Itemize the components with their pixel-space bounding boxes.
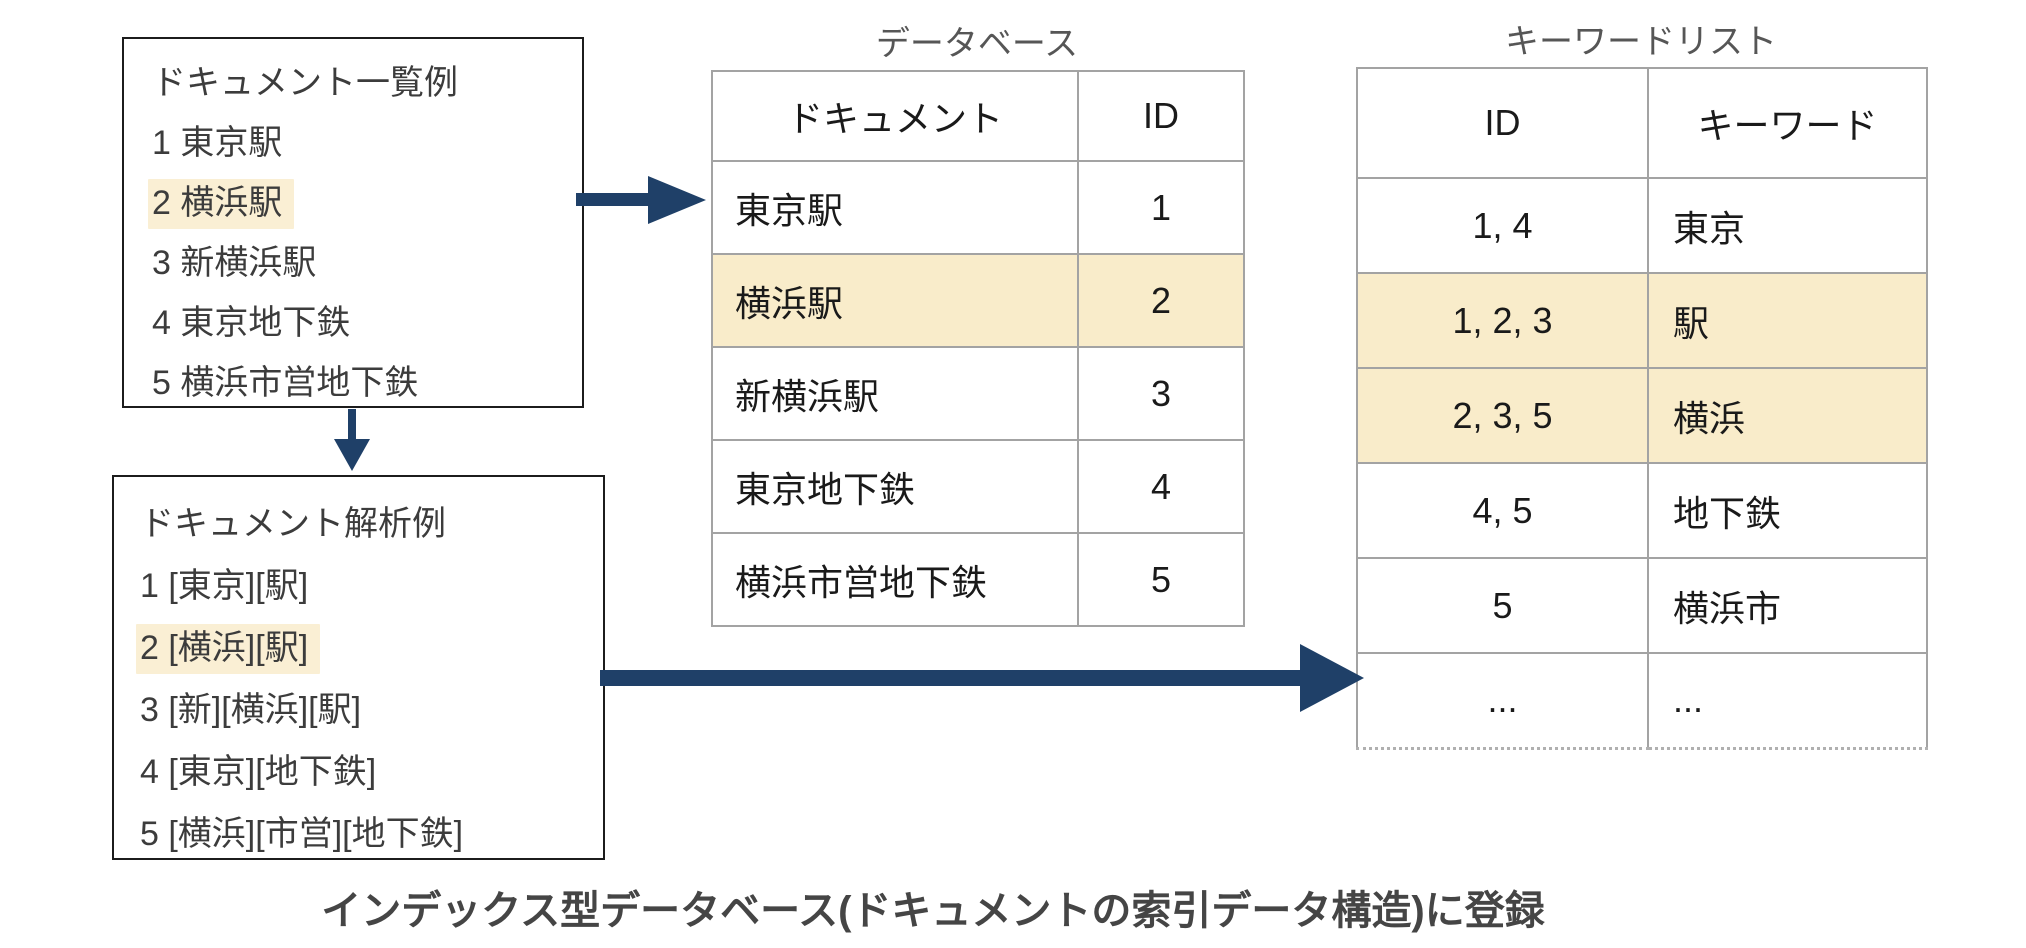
document-analysis-box: ドキュメント解析例 1 [東京][駅] 2 [横浜][駅] 3 [新][横浜][… (112, 475, 605, 860)
table-row: 新横浜駅 3 (711, 346, 1245, 441)
ids-cell: 1, 4 (1356, 177, 1649, 274)
document-cell: 横浜市営地下鉄 (711, 532, 1079, 627)
arrow-analysis-to-keywords (600, 644, 1364, 712)
document-list-box: ドキュメント一覧例 1 東京駅 2 横浜駅 3 新横浜駅 4 東京地下鉄 5 横… (122, 37, 584, 408)
document-cell: 横浜駅 (711, 253, 1079, 348)
database-table-title: データベース (875, 25, 1079, 63)
database-header-id: ID (1077, 70, 1245, 162)
document-cell: 東京駅 (711, 160, 1079, 255)
document-list-item: 5 横浜市営地下鉄 (152, 364, 419, 402)
document-list-item: 3 新横浜駅 (152, 244, 317, 282)
keyword-cell: 横浜 (1647, 367, 1928, 464)
id-cell: 3 (1077, 346, 1245, 441)
keyword-cell: 横浜市 (1647, 557, 1928, 654)
document-analysis-item: 4 [東京][地下鉄] (140, 753, 377, 791)
table-row-continuation: ... ... (1356, 652, 1928, 750)
document-analysis-item-highlighted: 2 [横浜][駅] (136, 617, 603, 679)
table-row: 東京駅 1 (711, 160, 1245, 255)
document-analysis-item: 3 [新][横浜][駅] (140, 691, 362, 729)
document-analysis-item: 5 [横浜][市営][地下鉄] (140, 815, 464, 853)
document-analysis-title: ドキュメント解析例 (140, 505, 446, 543)
ids-cell: 2, 3, 5 (1356, 367, 1649, 464)
table-row-highlighted: 横浜駅 2 (711, 253, 1245, 348)
database-header-row: ドキュメント ID (711, 70, 1245, 162)
keyword-list-title: キーワードリスト (1505, 23, 1777, 61)
ids-cell: ... (1356, 652, 1649, 750)
caption: インデックス型データベース(ドキュメントの索引データ構造)に登録 (321, 889, 1545, 933)
id-cell: 1 (1077, 160, 1245, 255)
keyword-cell: 駅 (1647, 272, 1928, 369)
document-list-item: 4 東京地下鉄 (152, 304, 351, 342)
id-cell: 2 (1077, 253, 1245, 348)
arrow-list-to-database (576, 176, 706, 224)
document-analysis-item: 1 [東京][駅] (140, 567, 309, 605)
keyword-header-id: ID (1356, 67, 1649, 179)
table-row: 東京地下鉄 4 (711, 439, 1245, 534)
database-header-document: ドキュメント (711, 70, 1079, 162)
document-cell: 新横浜駅 (711, 346, 1079, 441)
table-row-highlighted: 2, 3, 5 横浜 (1356, 367, 1928, 464)
arrow-list-to-analysis (334, 409, 370, 471)
document-list-item: 1 東京駅 (152, 124, 283, 162)
keyword-header-keyword: キーワード (1647, 67, 1928, 179)
keyword-cell: 地下鉄 (1647, 462, 1928, 559)
database-table: ドキュメント ID 東京駅 1 横浜駅 2 新横浜駅 3 東京地下鉄 4 横浜市… (711, 70, 1245, 627)
table-row: 5 横浜市 (1356, 557, 1928, 654)
ids-cell: 4, 5 (1356, 462, 1649, 559)
keyword-cell: ... (1647, 652, 1928, 750)
document-list-title: ドキュメント一覧例 (152, 64, 458, 102)
table-row: 1, 4 東京 (1356, 177, 1928, 274)
id-cell: 4 (1077, 439, 1245, 534)
id-cell: 5 (1077, 532, 1245, 627)
document-cell: 東京地下鉄 (711, 439, 1079, 534)
table-row-highlighted: 1, 2, 3 駅 (1356, 272, 1928, 369)
table-row: 4, 5 地下鉄 (1356, 462, 1928, 559)
document-list-item-highlighted: 2 横浜駅 (148, 173, 582, 233)
ids-cell: 5 (1356, 557, 1649, 654)
keyword-header-row: ID キーワード (1356, 67, 1928, 179)
table-row: 横浜市営地下鉄 5 (711, 532, 1245, 627)
keyword-table: ID キーワード 1, 4 東京 1, 2, 3 駅 2, 3, 5 横浜 4,… (1356, 67, 1928, 750)
keyword-cell: 東京 (1647, 177, 1928, 274)
ids-cell: 1, 2, 3 (1356, 272, 1649, 369)
